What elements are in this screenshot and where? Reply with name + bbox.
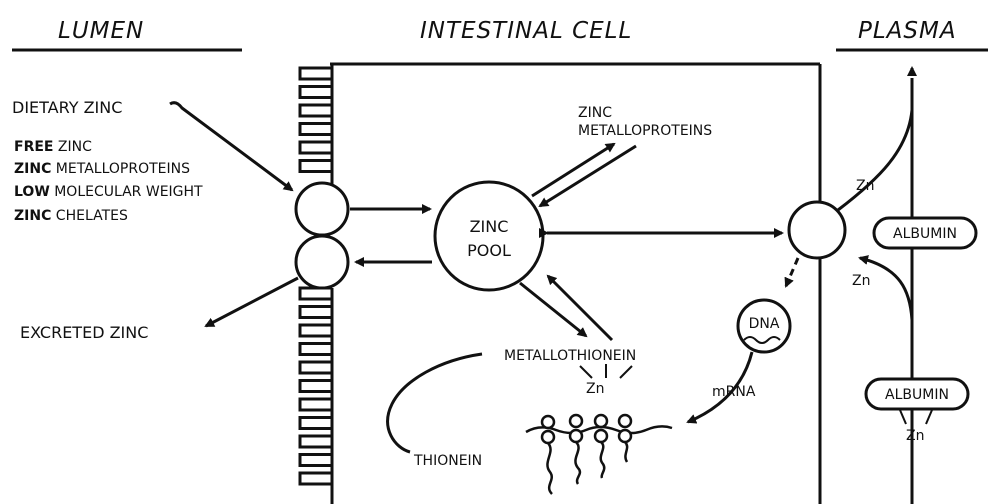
albumin-lower-label: ALBUMIN (885, 387, 949, 403)
excreted-zinc-label: EXCRETED ZINC (20, 323, 148, 342)
microvillus (300, 105, 332, 116)
microvillus (300, 325, 332, 336)
excretion-arrow (206, 278, 298, 326)
microvillus (300, 142, 332, 153)
low-molecular-weight-label: LOW MOLECULAR WEIGHT (14, 184, 203, 200)
carrier-to-dna-dashed-arrow (786, 258, 798, 286)
cell-zinc-metalloproteins-line2: METALLOPROTEINS (578, 123, 712, 139)
intestinal-cell-header: INTESTINAL CELL (420, 18, 632, 44)
zinc-pool-label-line1: ZINC (470, 217, 509, 236)
pool-to-metallothionein-arrow (520, 283, 586, 336)
zn-to-plasma-curve (838, 110, 912, 210)
basolateral-carrier-circle (789, 202, 845, 258)
cell-zinc-metalloproteins-line1: ZINC (578, 105, 612, 121)
microvillus (300, 307, 332, 318)
dna-label: DNA (749, 316, 780, 332)
microvillus (300, 288, 332, 299)
microvillus (300, 455, 332, 466)
microvillus (300, 161, 332, 172)
metallothionein-zn-label: Zn (586, 381, 604, 397)
plasma-zn-lower-label: Zn (852, 273, 870, 289)
plasma-zn-upper-label: Zn (856, 178, 874, 194)
zinc-pool-circle (435, 182, 543, 290)
metallothionein-binding-ticks (580, 364, 632, 378)
microvillus (300, 418, 332, 429)
zinc-metalloproteins-dietary-label: ZINC METALLOPROTEINS (14, 161, 190, 177)
lumen-header: LUMEN (58, 18, 144, 44)
metalloproteins-to-pool-arrow (540, 146, 636, 206)
albumin-binding-ticks (900, 410, 932, 424)
microvillus (300, 87, 332, 98)
plasma-header: PLASMA (858, 18, 957, 44)
zinc-chelates-label: ZINC CHELATES (14, 208, 128, 224)
albumin-zn-label: Zn (906, 428, 924, 444)
metallothionein-label: METALLOTHIONEIN (504, 348, 636, 364)
microvillus (300, 436, 332, 447)
uptake-carrier-circle (296, 183, 348, 235)
microvillus (300, 124, 332, 135)
efflux-carrier-circle (296, 236, 348, 288)
mrna-label: mRNA (712, 384, 756, 400)
pool-to-metalloproteins-arrow (532, 144, 614, 196)
ribosome-mrna-strand (526, 415, 672, 494)
thionein-label: THIONEIN (413, 453, 482, 469)
microvillus (300, 68, 332, 79)
microvillus (300, 399, 332, 410)
microvillus (300, 381, 332, 392)
free-zinc-label: FREE ZINC (14, 139, 92, 155)
microvillus (300, 344, 332, 355)
microvillus (300, 362, 332, 373)
microvillus (300, 473, 332, 484)
albumin-upper-label: ALBUMIN (893, 226, 957, 242)
zinc-pool-label-line2: POOL (467, 241, 511, 260)
albumin-zn-to-carrier-arrow (860, 258, 912, 320)
dietary-zinc-label: DIETARY ZINC (12, 98, 122, 117)
thionein-curve (388, 354, 482, 452)
